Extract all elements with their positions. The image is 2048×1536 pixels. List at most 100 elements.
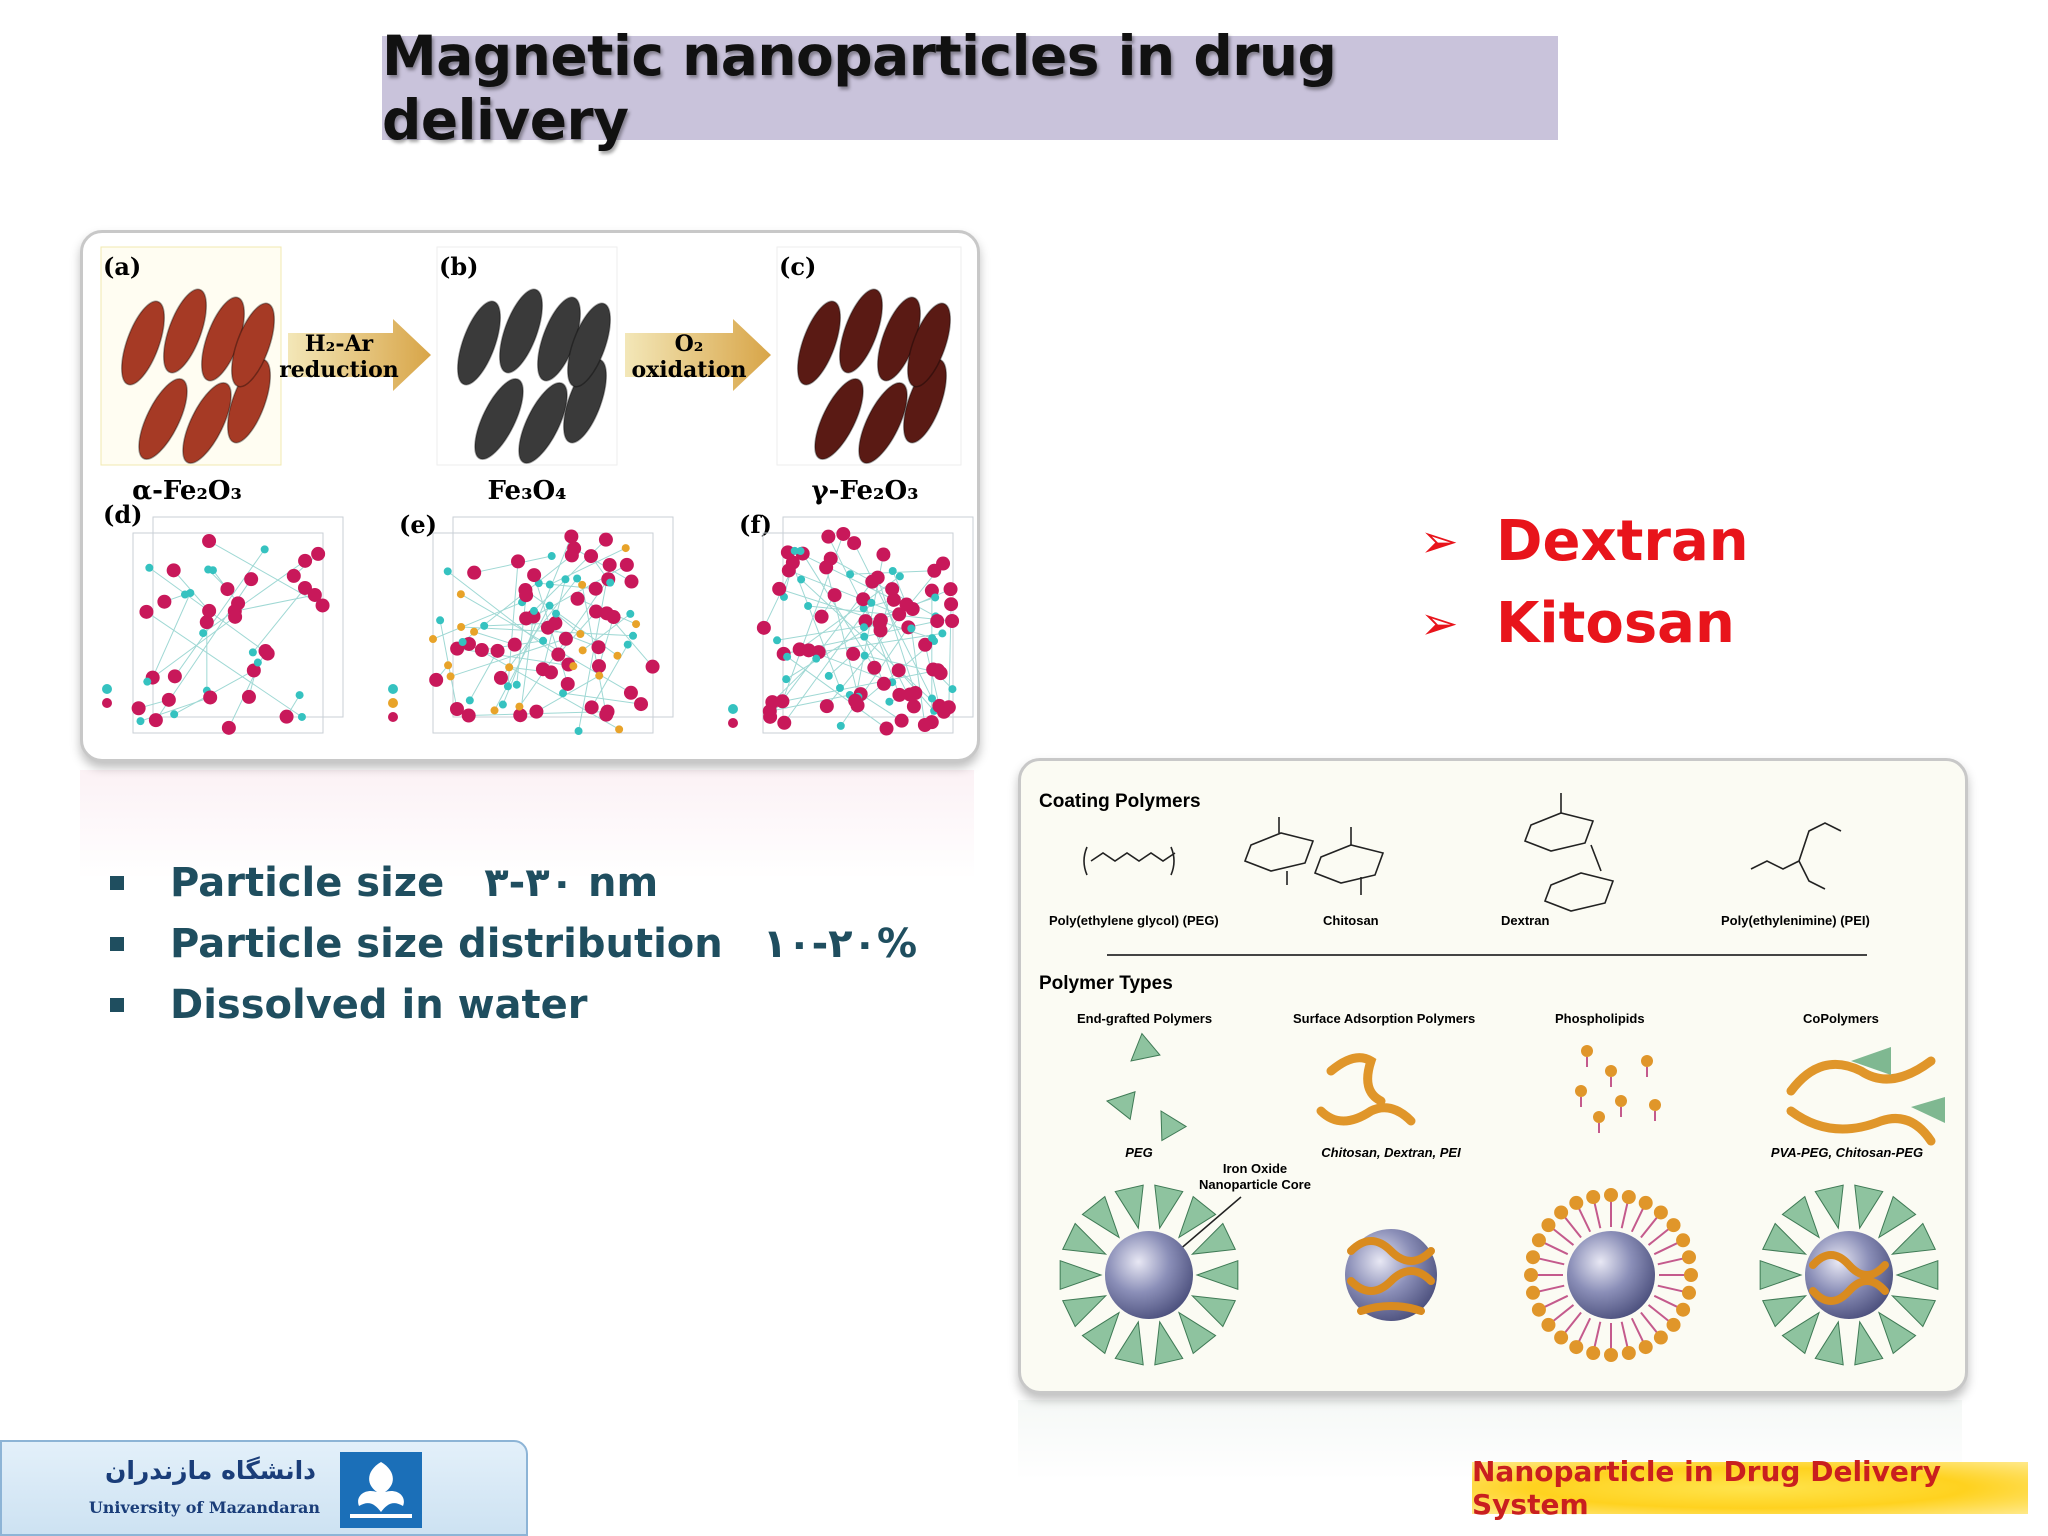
atom bbox=[626, 609, 635, 618]
atom bbox=[591, 659, 606, 674]
atom bbox=[606, 578, 615, 587]
crystal-structure-e bbox=[429, 516, 674, 736]
atom bbox=[548, 616, 563, 631]
atom bbox=[615, 725, 624, 734]
atom bbox=[315, 598, 330, 613]
atom bbox=[493, 670, 508, 685]
atom bbox=[907, 624, 916, 633]
atom bbox=[804, 601, 813, 610]
atom bbox=[943, 582, 958, 597]
atom bbox=[827, 588, 842, 603]
atom bbox=[782, 675, 791, 684]
atom bbox=[145, 563, 154, 572]
polymer-figure-svg: Coating Polymers Poly(ethylene glycol) (… bbox=[1039, 791, 1945, 1366]
atom bbox=[765, 695, 780, 710]
crystal-structure-d bbox=[131, 516, 344, 735]
atom bbox=[244, 572, 259, 587]
atom bbox=[783, 652, 792, 661]
atom bbox=[166, 563, 181, 578]
atom bbox=[429, 635, 438, 644]
atom bbox=[136, 717, 145, 726]
atom bbox=[539, 636, 548, 645]
atom bbox=[814, 609, 829, 624]
type-surface-adsorption: Surface Adsorption Polymers bbox=[1293, 1011, 1475, 1026]
atom bbox=[846, 570, 855, 579]
atom bbox=[621, 544, 630, 553]
atom bbox=[573, 574, 582, 583]
atom bbox=[311, 546, 326, 561]
atom bbox=[860, 623, 869, 632]
atom bbox=[797, 575, 806, 584]
copolymer-icon bbox=[1786, 1047, 1945, 1146]
type-copolymers: CoPolymers bbox=[1803, 1011, 1879, 1026]
nanoparticle-end-grafted-icon bbox=[1059, 1184, 1239, 1366]
atom bbox=[505, 663, 514, 672]
footer-text: Nanoparticle in Drug Delivery System bbox=[1472, 1455, 1941, 1521]
atom bbox=[895, 572, 904, 581]
atom bbox=[821, 529, 836, 544]
atom bbox=[203, 690, 218, 705]
label-b: (b) bbox=[439, 252, 479, 281]
atom bbox=[876, 676, 891, 691]
atom bbox=[221, 720, 236, 735]
chitosan-structure-icon bbox=[1243, 817, 1385, 895]
peg-cones-icon bbox=[1105, 1032, 1188, 1142]
atom bbox=[465, 696, 474, 705]
atom bbox=[938, 629, 947, 638]
coating-name-dextran: Dextran bbox=[1501, 913, 1549, 928]
atom bbox=[512, 680, 521, 689]
atom bbox=[552, 609, 561, 618]
atom bbox=[598, 532, 613, 547]
atom bbox=[891, 663, 906, 678]
atom bbox=[461, 708, 476, 723]
particle bbox=[566, 302, 612, 388]
atom bbox=[602, 557, 617, 572]
reduction-arrow-line1: H₂-Ar bbox=[305, 331, 374, 357]
atom bbox=[170, 710, 179, 719]
particle bbox=[498, 288, 544, 374]
atom bbox=[480, 621, 489, 630]
atom bbox=[936, 704, 951, 719]
atom bbox=[867, 598, 876, 607]
atom bbox=[872, 616, 887, 631]
particle bbox=[162, 288, 208, 374]
atom bbox=[511, 554, 526, 569]
atom bbox=[131, 701, 146, 716]
atom bbox=[819, 560, 834, 575]
label-a: (a) bbox=[103, 252, 141, 281]
atom bbox=[474, 643, 489, 658]
atom bbox=[600, 704, 615, 719]
atom bbox=[606, 610, 621, 625]
phase-name-gamma: γ-Fe₂O₃ bbox=[812, 476, 919, 506]
atom bbox=[456, 590, 465, 599]
atom bbox=[836, 721, 845, 730]
atom bbox=[892, 607, 907, 622]
phase-name-magnetite: Fe₃O₄ bbox=[487, 476, 566, 506]
atom bbox=[619, 557, 634, 572]
atom bbox=[790, 546, 799, 555]
atom bbox=[785, 555, 800, 570]
atom bbox=[899, 597, 914, 612]
atom bbox=[143, 677, 152, 686]
coating-name-peg: Poly(ethylene glycol) (PEG) bbox=[1049, 913, 1219, 928]
atom bbox=[591, 640, 606, 655]
reduction-arrow-line2: reduction bbox=[279, 357, 399, 383]
atom bbox=[885, 697, 894, 706]
slide-title-bar: Magnetic nanoparticles in drug delivery bbox=[382, 24, 1558, 152]
atom bbox=[545, 580, 554, 589]
atom bbox=[561, 575, 570, 584]
coating-polymers-figure: Coating Polymers Poly(ethylene glycol) (… bbox=[1018, 758, 1968, 1394]
atom bbox=[519, 611, 534, 626]
atom bbox=[945, 613, 960, 628]
particle bbox=[182, 382, 232, 464]
atom bbox=[446, 672, 455, 681]
arrow-bullet-icon: ➢ bbox=[1420, 514, 1459, 568]
atom bbox=[917, 717, 932, 732]
core-label-line1: Iron Oxide bbox=[1223, 1161, 1287, 1176]
atom bbox=[886, 592, 901, 607]
oxidation-arrow-line1: O₂ bbox=[675, 331, 704, 357]
atom bbox=[796, 547, 805, 556]
atom-legend-f bbox=[728, 704, 738, 728]
atom bbox=[253, 658, 262, 667]
caption-copolymers: PVA-PEG, Chitosan-PEG bbox=[1771, 1145, 1923, 1160]
